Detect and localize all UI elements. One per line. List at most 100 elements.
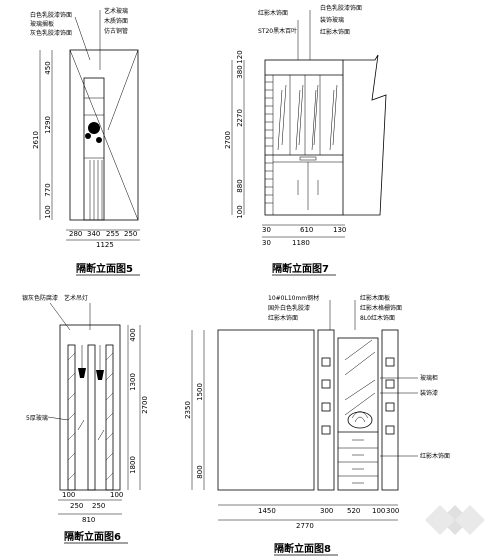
- e7-wall-break: [343, 54, 387, 216]
- e7-dim-v2: 880: [236, 179, 244, 192]
- e8-glass-reflection: [344, 339, 376, 416]
- elevation-7: 红影木饰面 ST20黑木百叶 白色乳胶漆饰面 装饰玻璃 红影木饰面: [224, 4, 387, 276]
- e7-dim-v4: 380: [236, 65, 244, 78]
- e8-dim-h2: 300: [320, 507, 333, 515]
- e7-dim-h3: 130: [333, 226, 346, 234]
- e7-annotation-5: 红影木饰面: [320, 28, 350, 36]
- e7-dim-v5: 120: [236, 50, 244, 63]
- e5-annotation-5: 木质饰面: [104, 17, 128, 25]
- e8-dim-v2: 1500: [196, 383, 204, 401]
- e8-dim-total-h: 2770: [296, 522, 314, 530]
- e7-dim-v3: 2270: [236, 109, 244, 127]
- e7-dim-sub2: 1180: [292, 239, 310, 247]
- e8-title: 隔断立面图8: [274, 542, 331, 555]
- e6-dim-total: 2700: [141, 396, 149, 414]
- e5-annotation-2: 玻璃搁板: [30, 20, 54, 28]
- e6-title: 隔断立面图6: [64, 530, 121, 543]
- e6-leader: [49, 302, 71, 331]
- e6-glass-mark: [97, 429, 105, 441]
- e5-title: 隔断立面图5: [76, 262, 133, 275]
- e7-dim-sub1: 30: [262, 239, 271, 247]
- e6-dim-total-h: 810: [82, 516, 95, 524]
- e6-annotation-1: 银灰色防腐漆: [22, 294, 58, 302]
- e7-annotation-2: ST20黑木百叶: [258, 27, 297, 35]
- e6-leader: [47, 416, 69, 421]
- e5-dim-v4: 450: [44, 61, 52, 74]
- e5-dim-h4: 250: [124, 230, 137, 238]
- elevation-8: 10#0L10mm钢材 国外白色乳胶漆 红影木饰面 红影木面板 红影木格栅饰面 …: [184, 294, 450, 556]
- e6-glass-mark: [77, 419, 85, 431]
- e8-annotation-1: 10#0L10mm钢材: [268, 294, 319, 302]
- e7-dim-v1: 100: [236, 205, 244, 218]
- e5-dim-total: 2610: [32, 131, 40, 149]
- e5-dim-h2: 340: [87, 230, 100, 238]
- e8-right-strip: [381, 329, 399, 491]
- e6-wood-strip: [105, 344, 114, 491]
- e6-hatching: [67, 352, 114, 481]
- e7-drawer-pull: [299, 156, 317, 161]
- e5-annotation-3: 灰色乳胶漆饰面: [30, 29, 72, 37]
- e8-wall-panel: [217, 329, 315, 491]
- e6-annotation-3: 5厚玻璃: [26, 414, 48, 422]
- e6-dim-v2: 1300: [129, 373, 137, 391]
- e7-dim-total: 2700: [224, 131, 232, 149]
- e8-annotation-7: 玻璃柜: [420, 374, 438, 382]
- e6-panel-outline: [59, 324, 121, 491]
- e5-dim-h1: 280: [69, 230, 82, 238]
- e6-dim-v3: 400: [129, 328, 137, 341]
- e7-annotation-1: 红影木饰面: [258, 9, 288, 17]
- e6-wood-strip: [67, 344, 76, 491]
- e5-diagonal: [107, 49, 139, 131]
- e8-annotation-6: 8L0红木饰面: [360, 314, 395, 322]
- e7-title: 隔断立面图7: [272, 262, 329, 275]
- e5-dim-h3: 255: [106, 230, 119, 238]
- e5-dim-v2: 770: [44, 183, 52, 196]
- e7-dim-h1: 30: [262, 226, 271, 234]
- e7-cabinet-outline: [264, 59, 344, 216]
- e5-dim-v1: 100: [44, 205, 52, 218]
- e8-dim-v1: 800: [196, 465, 204, 478]
- e6-dim-h3: 250: [92, 502, 105, 510]
- e8-dim-h1: 1450: [258, 507, 276, 515]
- e6-dim-h2: 250: [70, 502, 83, 510]
- e8-glass-column: [337, 337, 379, 491]
- elevation-6: 银灰色防腐漆 艺术吊灯 5厚玻璃 180: [22, 294, 149, 544]
- e5-sculpture: [85, 133, 91, 139]
- e7-annotation-3: 白色乳胶漆饰面: [320, 4, 362, 12]
- e6-wood-strip: [87, 344, 96, 491]
- e6-pendant-lamp: [96, 370, 104, 380]
- e8-plant: [347, 411, 373, 429]
- e8-dim-v3: 2350: [184, 401, 192, 419]
- watermark-logo: [425, 505, 485, 535]
- e7-annotation-4: 装饰玻璃: [320, 16, 344, 24]
- e5-leader: [74, 16, 91, 61]
- e8-dim-h4: 100: [372, 507, 385, 515]
- e6-dim-h4: 100: [110, 491, 123, 499]
- e5-dim-v3: 1290: [44, 116, 52, 134]
- e6-dim-h1: 100: [62, 491, 75, 499]
- e8-left-strip: [317, 329, 335, 491]
- e6-pendant-lamp: [78, 368, 86, 378]
- e5-dim-total-h: 1125: [96, 241, 114, 249]
- e8-annotation-8: 装饰漆: [420, 389, 438, 397]
- e6-dim-v1: 1800: [129, 456, 137, 474]
- e8-annotation-3: 红影木饰面: [268, 314, 298, 322]
- e8-square-openings: [321, 357, 395, 435]
- e8-annotation-2: 国外白色乳胶漆: [268, 304, 310, 312]
- e8-dim-h3: 520: [347, 507, 360, 515]
- e8-annotation-4: 红影木面板: [360, 294, 390, 302]
- e5-sculpture: [96, 137, 102, 143]
- e6-annotation-2: 艺术吊灯: [64, 294, 88, 302]
- e7-dim-h2: 610: [300, 226, 313, 234]
- e8-annotation-5: 红影木格栅饰面: [360, 304, 402, 312]
- e5-annotation-6: 仿古铜管: [104, 27, 128, 35]
- e8-annotation-9: 红影木饰面: [420, 452, 450, 460]
- e8-dim-h5: 300: [386, 507, 399, 515]
- e5-sculpture: [88, 122, 100, 134]
- e5-annotation-4: 艺术玻璃: [104, 7, 128, 15]
- e5-annotation-1: 白色乳胶漆饰面: [30, 11, 72, 19]
- e8-plant-leaves: [351, 411, 369, 423]
- elevation-5: 白色乳胶漆饰面 玻璃搁板 灰色乳胶漆饰面 艺术玻璃 木质饰面 仿古铜管 2610…: [30, 7, 140, 276]
- e7-glass-reflection: [277, 84, 338, 151]
